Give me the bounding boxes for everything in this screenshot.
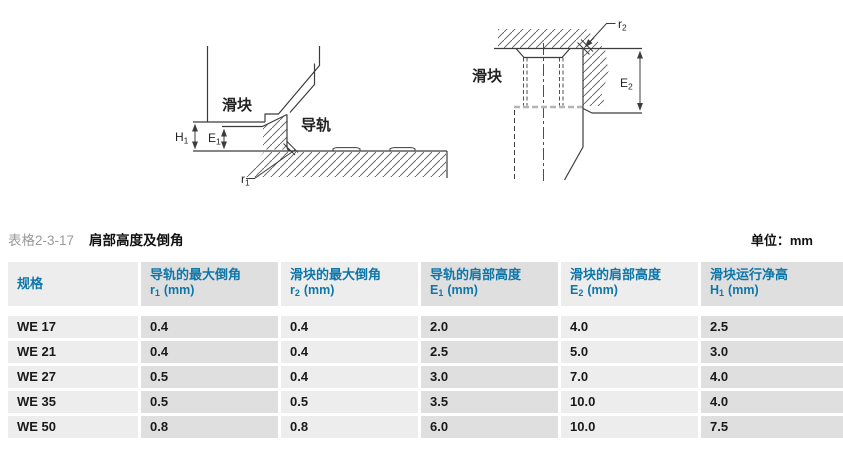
value-cell: 4.0 [701,366,843,388]
spec-cell: WE 50 [8,416,138,438]
value-cell: 0.5 [281,391,418,413]
shoulder-bottom-line [582,107,642,114]
e2-dimension-label: E2 [620,76,633,92]
spec-cell: WE 27 [8,366,138,388]
value-cell: 2.5 [421,341,558,363]
value-cell: 3.5 [421,391,558,413]
r2-leader-line [584,23,616,48]
ground-pads [332,147,416,151]
value-cell: 6.0 [421,416,558,438]
column-header-r1: 导轨的最大倒角 r1(mm) [141,262,278,306]
shoulder-section-hatch [583,48,609,106]
rail-label: 导轨 [301,116,331,134]
ceiling-section-hatch [498,29,604,49]
rail-outline [193,113,448,178]
value-cell: 0.4 [281,341,418,363]
h1-dimension-label: H1 [175,130,189,146]
value-cell: 0.4 [281,366,418,388]
value-cell: 0.5 [141,391,278,413]
diagram-slider-front-section: 滑块 r2 E2 [472,17,644,184]
column-header-label: 规格 [17,276,44,291]
column-header-label: 滑块的最大倒角 [290,267,382,282]
value-cell: 7.5 [701,416,843,438]
spec-cell: WE 21 [8,341,138,363]
value-cell: 3.0 [701,341,843,363]
column-header-label: 导轨的最大倒角 [150,267,242,282]
column-header-symbol: H1(mm) [710,283,759,298]
value-cell: 5.0 [561,341,698,363]
value-cell: 0.8 [141,416,278,438]
table-number: 表格2-3-17 [8,233,75,248]
value-cell: 0.8 [281,416,418,438]
column-header-symbol: r1(mm) [150,283,195,298]
ground-section-hatch [242,152,446,177]
column-header-symbol: r2(mm) [290,283,335,298]
column-header-symbol: E1(mm) [430,283,478,298]
caption-left: 表格2-3-17 肩部高度及倒角 [8,229,184,249]
value-cell: 4.0 [701,391,843,413]
table-caption: 表格2-3-17 肩部高度及倒角 单位：mm [8,229,813,249]
r1-chamfer-ticks [283,140,299,156]
slider-label-right: 滑块 [472,68,503,85]
column-header-label: 滑块运行净高 [710,267,789,282]
column-header-spec: 规格 [8,262,138,306]
technical-diagrams: 滑块 导轨 H1 E1 r1 滑块 r2 E2 [175,17,644,188]
column-header-symbol: E2(mm) [570,283,618,298]
value-cell: 10.0 [561,416,698,438]
r1-leader-line [246,149,296,179]
spec-cell: WE 17 [8,316,138,338]
spec-table: 规格 导轨的最大倒角 r1(mm) 滑块的最大倒角 r2(mm) 导轨的肩部高度… [8,262,843,438]
column-header-e1: 导轨的肩部高度 E1(mm) [421,262,558,306]
value-cell: 3.0 [421,366,558,388]
rail-section-hatch [263,115,287,150]
value-cell: 0.4 [141,341,278,363]
value-cell: 0.5 [141,366,278,388]
value-cell: 0.4 [141,316,278,338]
value-cell: 0.4 [281,316,418,338]
slider-outline [193,46,321,123]
column-header-r2: 滑块的最大倒角 r2(mm) [281,262,418,306]
diagram-rail-side-section: 滑块 导轨 H1 E1 r1 [175,46,448,188]
r2-dimension-label: r2 [618,17,627,33]
column-header-h1: 滑块运行净高 H1(mm) [701,262,843,306]
table-header-row: 规格 导轨的最大倒角 r1(mm) 滑块的最大倒角 r2(mm) 导轨的肩部高度… [8,262,843,306]
spec-cell: WE 35 [8,391,138,413]
e1-dimension-label: E1 [208,131,221,147]
column-header-label: 导轨的肩部高度 [430,267,522,282]
column-header-e2: 滑块的肩部高度 E2(mm) [561,262,698,306]
unit-label: 单位：mm [750,233,813,248]
value-cell: 10.0 [561,391,698,413]
value-cell: 2.5 [701,316,843,338]
table-title: 肩部高度及倒角 [89,233,184,248]
slider-label-left: 滑块 [222,97,253,114]
value-cell: 4.0 [561,316,698,338]
value-cell: 2.0 [421,316,558,338]
slider-right-contour [563,48,584,181]
value-cell: 7.0 [561,366,698,388]
r1-dimension-label: r1 [241,172,250,188]
column-header-label: 滑块的肩部高度 [570,267,662,282]
countersink-outline [515,48,571,59]
